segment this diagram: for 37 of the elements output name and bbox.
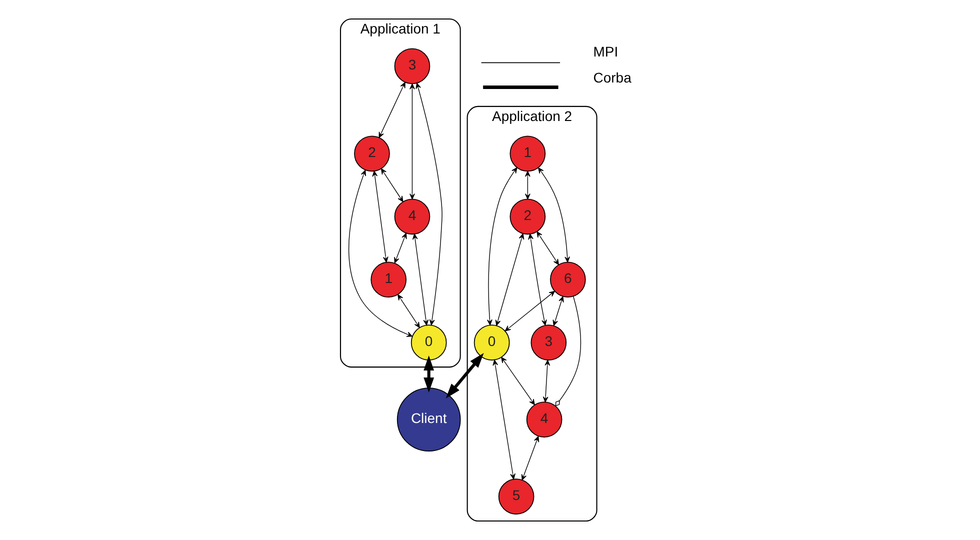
arrow bbox=[552, 296, 564, 326]
node-circle: 1 bbox=[509, 136, 546, 172]
arrow bbox=[380, 168, 403, 202]
arrow bbox=[520, 436, 539, 480]
arrow bbox=[445, 353, 484, 398]
node-circle: 2 bbox=[509, 198, 546, 235]
node-circle: 4 bbox=[526, 402, 562, 438]
arrow bbox=[415, 82, 442, 326]
arrow bbox=[500, 356, 534, 406]
arrow bbox=[524, 170, 530, 200]
arrow bbox=[504, 290, 554, 332]
arrow bbox=[528, 234, 546, 326]
node-circle: 3 bbox=[394, 48, 430, 84]
node-circle: Client bbox=[396, 388, 460, 452]
arrow bbox=[494, 233, 524, 326]
node-circle: 0 bbox=[410, 324, 446, 361]
arrow bbox=[486, 167, 517, 326]
arrow bbox=[394, 232, 406, 264]
node-circle: 2 bbox=[354, 136, 390, 172]
node-circle: 5 bbox=[498, 478, 534, 514]
node-circle: 4 bbox=[394, 198, 430, 235]
node-circle: 0 bbox=[473, 324, 510, 361]
node-circle: 1 bbox=[370, 262, 406, 298]
arrow bbox=[492, 360, 515, 480]
arrow bbox=[423, 356, 434, 392]
arrow bbox=[397, 294, 420, 328]
arrow bbox=[409, 84, 414, 200]
arrow bbox=[348, 170, 412, 337]
arrow bbox=[542, 360, 550, 402]
arrow bbox=[412, 234, 428, 326]
legend-label: Corba bbox=[592, 70, 631, 86]
node-circle: 3 bbox=[530, 324, 566, 361]
connector bbox=[554, 296, 581, 406]
legend-label: MPI bbox=[592, 43, 618, 60]
arrow bbox=[538, 167, 570, 262]
arrow bbox=[372, 170, 388, 263]
arrow bbox=[536, 231, 558, 265]
